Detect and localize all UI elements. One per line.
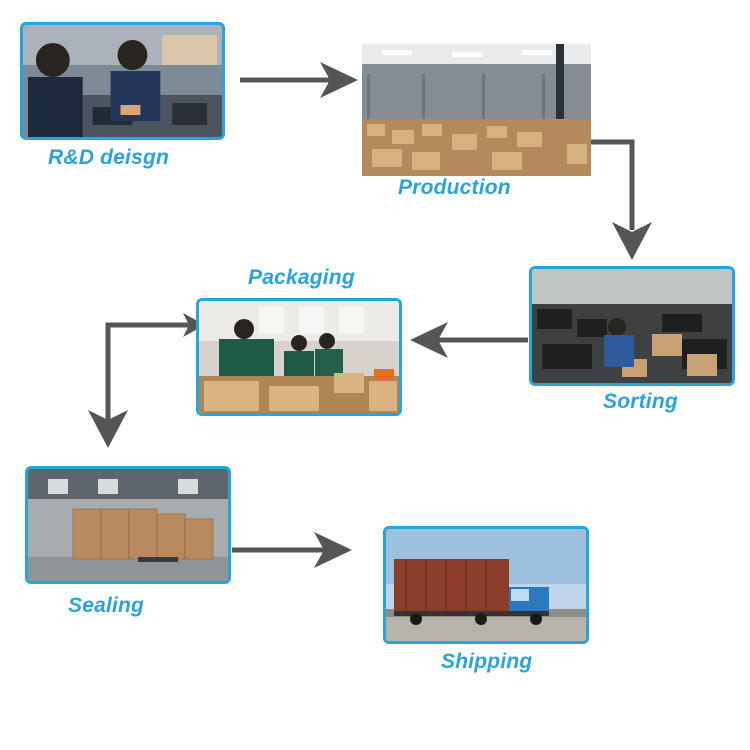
sorting-label: Sorting	[603, 390, 678, 413]
arrowhead-sorting-to-packaging	[410, 322, 448, 358]
packaging-label: Packaging	[248, 266, 355, 289]
arrow-packaging-to-sealing	[105, 322, 197, 420]
arrowhead-packaging-to-sealing	[88, 410, 128, 448]
arrowhead-sealing-to-shipping	[314, 532, 352, 568]
rd-design-photo	[20, 22, 225, 140]
arrowhead-production-to-sorting	[612, 222, 652, 260]
arrow-production-to-sorting	[590, 139, 635, 230]
rd-design-label: R&D deisgn	[48, 146, 170, 169]
sealing-photo	[25, 466, 231, 584]
packaging-photo	[196, 298, 402, 416]
arrowhead-rd-to-production	[320, 62, 358, 98]
sealing-label: Sealing	[68, 594, 145, 617]
shipping-photo	[383, 526, 589, 644]
production-label: Production	[398, 176, 511, 199]
shipping-label: Shipping	[441, 650, 533, 673]
arrowhead-packaging-entry	[183, 313, 205, 337]
sorting-photo	[529, 266, 735, 386]
production-photo	[362, 44, 591, 176]
